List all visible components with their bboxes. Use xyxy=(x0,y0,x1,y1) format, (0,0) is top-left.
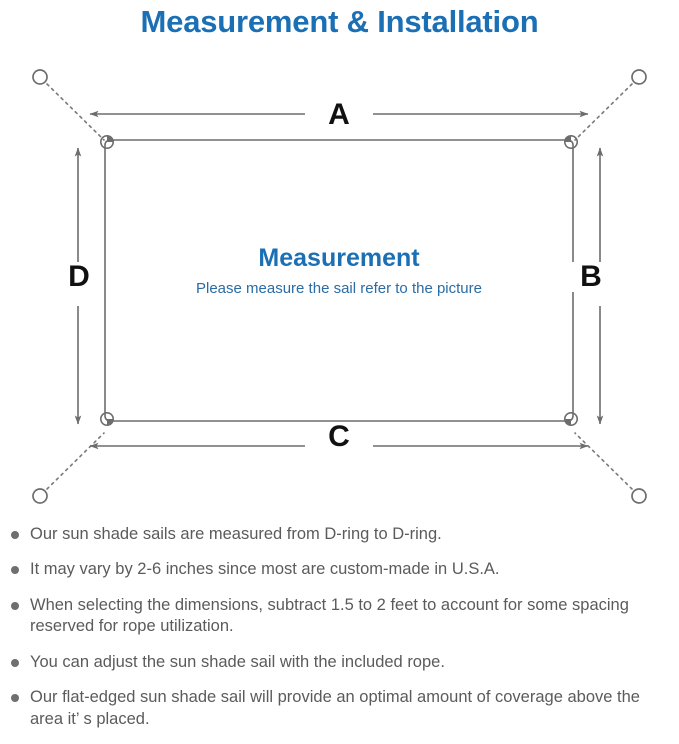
notes-list: Our sun shade sails are measured from D-… xyxy=(0,524,679,744)
list-item: Our sun shade sails are measured from D-… xyxy=(0,524,679,545)
list-item-text: Our sun shade sails are measured from D-… xyxy=(30,525,442,543)
measurement-diagram: Measurement Please measure the sail refe… xyxy=(0,52,679,512)
dimension-label-a: A xyxy=(310,100,368,130)
list-item: When selecting the dimensions, subtract … xyxy=(0,595,679,638)
dimension-label-b: B xyxy=(572,262,610,292)
bullet-icon xyxy=(11,566,19,575)
list-item: It may vary by 2-6 inches since most are… xyxy=(0,559,679,580)
bullet-icon xyxy=(11,531,19,539)
list-item-text: When selecting the dimensions, subtract … xyxy=(30,595,629,636)
sail-center-subtitle: Please measure the sail refer to the pic… xyxy=(196,280,482,297)
list-item-text: It may vary by 2-6 inches since most are… xyxy=(30,560,500,579)
list-item: Our flat-edged sun shade sail will provi… xyxy=(0,687,679,730)
list-item: You can adjust the sun shade sail with t… xyxy=(0,652,679,673)
bullet-icon xyxy=(11,601,19,610)
dimension-label-d: D xyxy=(60,262,98,292)
bullet-icon xyxy=(11,694,19,703)
dimension-label-c: C xyxy=(310,422,368,452)
list-item-text: Our flat-edged sun shade sail will provi… xyxy=(30,688,640,728)
list-item-text: You can adjust the sun shade sail with t… xyxy=(30,652,445,671)
bullet-icon xyxy=(11,658,19,667)
page-title: Measurement & Installation xyxy=(140,4,539,39)
sail-center-title: Measurement xyxy=(258,244,420,272)
